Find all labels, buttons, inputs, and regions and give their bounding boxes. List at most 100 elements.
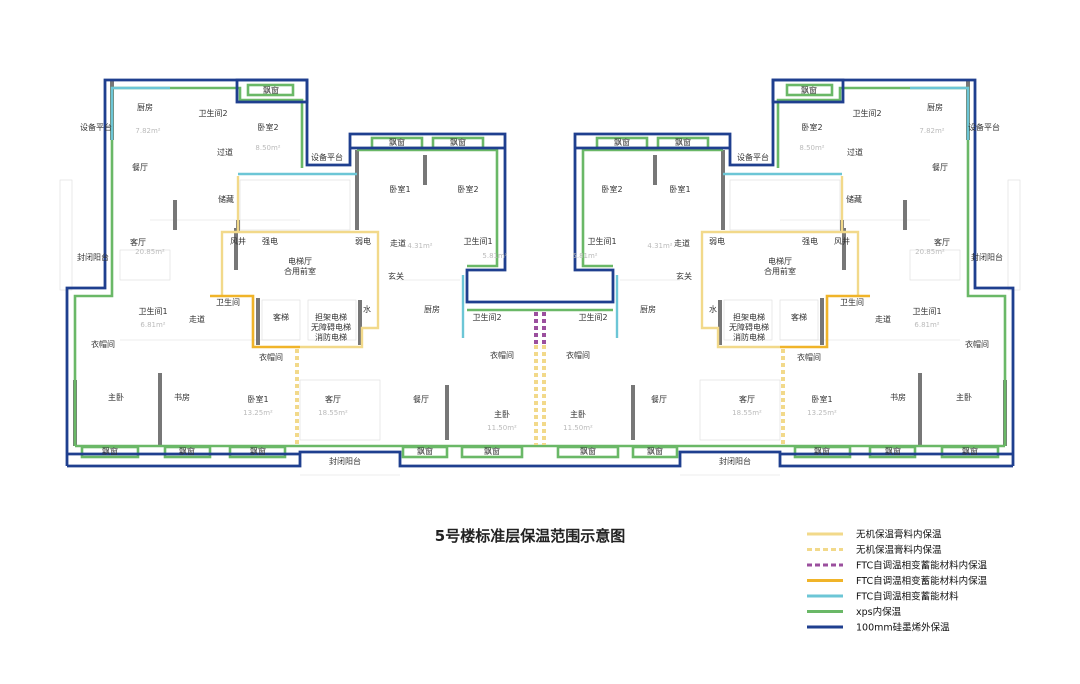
room-label: 飘窗 xyxy=(580,446,596,456)
room-label: 无障碍电梯 xyxy=(311,322,351,332)
room-label: 卧室2 xyxy=(457,184,478,194)
room-label: 风井 xyxy=(834,236,850,246)
room-area: 7.82m² xyxy=(919,127,944,135)
room-label: 担架电梯 xyxy=(315,312,347,322)
room-label: 衣帽间 xyxy=(965,339,989,349)
room-label: 厨房 xyxy=(137,102,153,112)
room-label: 衣帽间 xyxy=(797,352,821,362)
room-area: 5.81m² xyxy=(572,252,597,260)
left-unit-plan xyxy=(58,78,542,477)
room-label: 餐厅 xyxy=(413,395,429,404)
room-label: 飘窗 xyxy=(614,137,630,147)
room-label: 设备平台 xyxy=(737,152,769,162)
room-label: 水 xyxy=(363,304,371,314)
room-label: 餐厅 xyxy=(932,163,948,172)
room-area: 5.81m² xyxy=(482,252,507,260)
legend-label: 无机保温膏料内保温 xyxy=(856,529,942,541)
room-label: 卫生间2 xyxy=(578,312,607,322)
room-label: 卧室2 xyxy=(601,184,622,194)
room-area: 20.85m² xyxy=(135,248,165,256)
room-area: 18.55m² xyxy=(732,409,762,417)
legend-label: xps内保温 xyxy=(856,606,902,618)
room-label: 走道 xyxy=(390,238,406,248)
room-label: 飘窗 xyxy=(814,446,830,456)
room-label: 强电 xyxy=(262,236,278,246)
room-label: 卫生间1 xyxy=(587,236,616,246)
room-area: 6.81m² xyxy=(140,321,165,329)
room-label: 消防电梯 xyxy=(733,332,765,342)
room-label: 飘窗 xyxy=(263,85,279,95)
room-label: 客厅 xyxy=(934,237,950,247)
room-label: 设备平台 xyxy=(968,122,1000,132)
room-label: 卫生间2 xyxy=(852,108,881,118)
room-area: 4.31m² xyxy=(647,242,672,250)
room-label: 卧室1 xyxy=(247,394,268,404)
room-area: 6.81m² xyxy=(914,321,939,329)
room-area: 4.31m² xyxy=(407,242,432,250)
room-label: 卫生间 xyxy=(216,297,240,307)
room-label: 卫生间1 xyxy=(912,306,941,316)
room-label: 飘窗 xyxy=(484,446,500,456)
room-label: 封闭阳台 xyxy=(329,456,361,466)
room-label: 飘窗 xyxy=(179,446,195,456)
legend-label: 100mm硅墨烯外保温 xyxy=(856,622,950,634)
room-label: 飘窗 xyxy=(647,446,663,456)
room-label: 卧室1 xyxy=(669,184,690,194)
room-label: 卧室1 xyxy=(811,394,832,404)
room-label: 客梯 xyxy=(791,312,807,322)
room-label: 无障碍电梯 xyxy=(729,322,769,332)
room-label: 卫生间2 xyxy=(198,108,227,118)
room-label: 卫生间 xyxy=(840,297,864,307)
room-label: 风井 xyxy=(230,236,246,246)
room-label: 主卧 xyxy=(494,409,510,419)
room-label: 飘窗 xyxy=(102,446,118,456)
room-label: 餐厅 xyxy=(132,163,148,172)
room-label: 设备平台 xyxy=(311,152,343,162)
room-label: 弱电 xyxy=(355,236,371,246)
room-label: 书房 xyxy=(890,392,906,402)
room-label: 主卧 xyxy=(570,409,586,419)
room-area: 8.50m² xyxy=(255,144,280,152)
room-label: 卫生间2 xyxy=(472,312,501,322)
room-label: 电梯厅 xyxy=(768,256,792,266)
room-label: 客厅 xyxy=(130,237,146,247)
room-area: 20.85m² xyxy=(915,248,945,256)
room-label: 卧室1 xyxy=(389,184,410,194)
room-label: 厨房 xyxy=(424,304,440,314)
legend-label: FTC自调温相变蓄能材料内保温 xyxy=(856,560,988,572)
room-label: 走道 xyxy=(875,314,891,324)
room-label: 卫生间1 xyxy=(463,236,492,246)
room-label: 走道 xyxy=(674,238,690,248)
room-area: 11.50m² xyxy=(487,424,517,432)
room-label: 客梯 xyxy=(273,312,289,322)
room-label: 强电 xyxy=(802,236,818,246)
room-label: 飘窗 xyxy=(389,137,405,147)
room-label: 飘窗 xyxy=(962,446,978,456)
room-label: 飘窗 xyxy=(885,446,901,456)
room-label: 厨房 xyxy=(927,102,943,112)
room-label: 客厅 xyxy=(325,394,341,404)
room-label: 飘窗 xyxy=(675,137,691,147)
room-label: 消防电梯 xyxy=(315,332,347,342)
room-label: 主卧 xyxy=(956,392,972,402)
room-label: 封闭阳台 xyxy=(77,252,109,262)
room-label: 玄关 xyxy=(388,271,404,281)
room-area: 13.25m² xyxy=(243,409,273,417)
room-label: 合用前室 xyxy=(764,266,796,276)
room-label: 餐厅 xyxy=(651,395,667,404)
room-area: 8.50m² xyxy=(799,144,824,152)
room-label: 主卧 xyxy=(108,392,124,402)
room-label: 书房 xyxy=(174,392,190,402)
legend-label: 无机保温膏料内保温 xyxy=(856,544,942,556)
drawing-title: 5号楼标准层保温范围示意图 xyxy=(435,527,625,545)
room-label: 封闭阳台 xyxy=(719,456,751,466)
room-label: 飘窗 xyxy=(450,137,466,147)
right-unit-plan xyxy=(538,78,1022,477)
room-area: 7.82m² xyxy=(135,127,160,135)
room-label: 飘窗 xyxy=(250,446,266,456)
legend-label: FTC自调温相变蓄能材料 xyxy=(856,591,959,603)
room-label: 弱电 xyxy=(709,236,725,246)
